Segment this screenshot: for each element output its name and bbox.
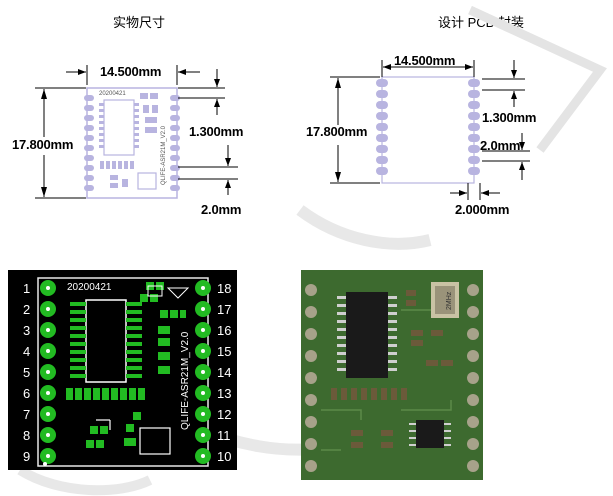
pin-number: 18 bbox=[217, 281, 232, 296]
pin-number: 6 bbox=[23, 386, 31, 401]
pin-number: 3 bbox=[23, 323, 31, 338]
svg-text:QLIFE-ASR21M_V2.0: QLIFE-ASR21M_V2.0 bbox=[161, 125, 167, 185]
pin-number: 14 bbox=[217, 365, 232, 380]
pin-number: 13 bbox=[217, 386, 232, 401]
svg-text:2MHz: 2MHz bbox=[446, 291, 453, 310]
pin-number: 9 bbox=[23, 449, 31, 464]
physical-dimension-drawing: 20200421 QLIFE-ASR21M_V2.0 bbox=[35, 65, 238, 199]
svg-text:20200421: 20200421 bbox=[67, 282, 112, 293]
pcb-photo: 2MHz bbox=[301, 270, 483, 480]
right-pitch-label: 1.300mm bbox=[482, 110, 537, 125]
right-width-label: 14.500mm bbox=[394, 53, 456, 68]
pin-number: 4 bbox=[23, 344, 31, 359]
pin-number: 2 bbox=[23, 302, 31, 317]
svg-text:QLIFE-ASR21M_V2.0: QLIFE-ASR21M_V2.0 bbox=[180, 331, 191, 430]
physical-size-title: 实物尺寸 bbox=[113, 15, 166, 30]
pin-number: 10 bbox=[217, 449, 232, 464]
left-pad-label: 2.0mm bbox=[201, 202, 242, 217]
pin-number: 7 bbox=[23, 407, 31, 422]
pin-number: 1 bbox=[23, 281, 31, 296]
pin-number: 16 bbox=[217, 323, 232, 338]
pin-number: 11 bbox=[217, 428, 231, 443]
pin-number: 17 bbox=[217, 302, 232, 317]
pcb-footprint-drawing bbox=[330, 60, 530, 200]
pin-number: 5 bbox=[23, 365, 31, 380]
left-width-label: 14.500mm bbox=[100, 64, 162, 79]
pin-number: 15 bbox=[217, 344, 232, 359]
pcb-layout-board: 20200421 QLIFE-ASR21M_V2.0 1 2 3 4 5 6 7… bbox=[8, 270, 237, 470]
left-height-label: 17.800mm bbox=[12, 137, 74, 152]
svg-text:20200421: 20200421 bbox=[99, 91, 126, 97]
right-bottom-label: 2.000mm bbox=[455, 202, 510, 217]
left-pitch-label: 1.300mm bbox=[189, 124, 244, 139]
right-pad-label: 2.0mm bbox=[480, 138, 521, 153]
right-height-label: 17.800mm bbox=[306, 124, 368, 139]
pin-number: 12 bbox=[217, 407, 232, 422]
pin-number: 8 bbox=[23, 428, 31, 443]
